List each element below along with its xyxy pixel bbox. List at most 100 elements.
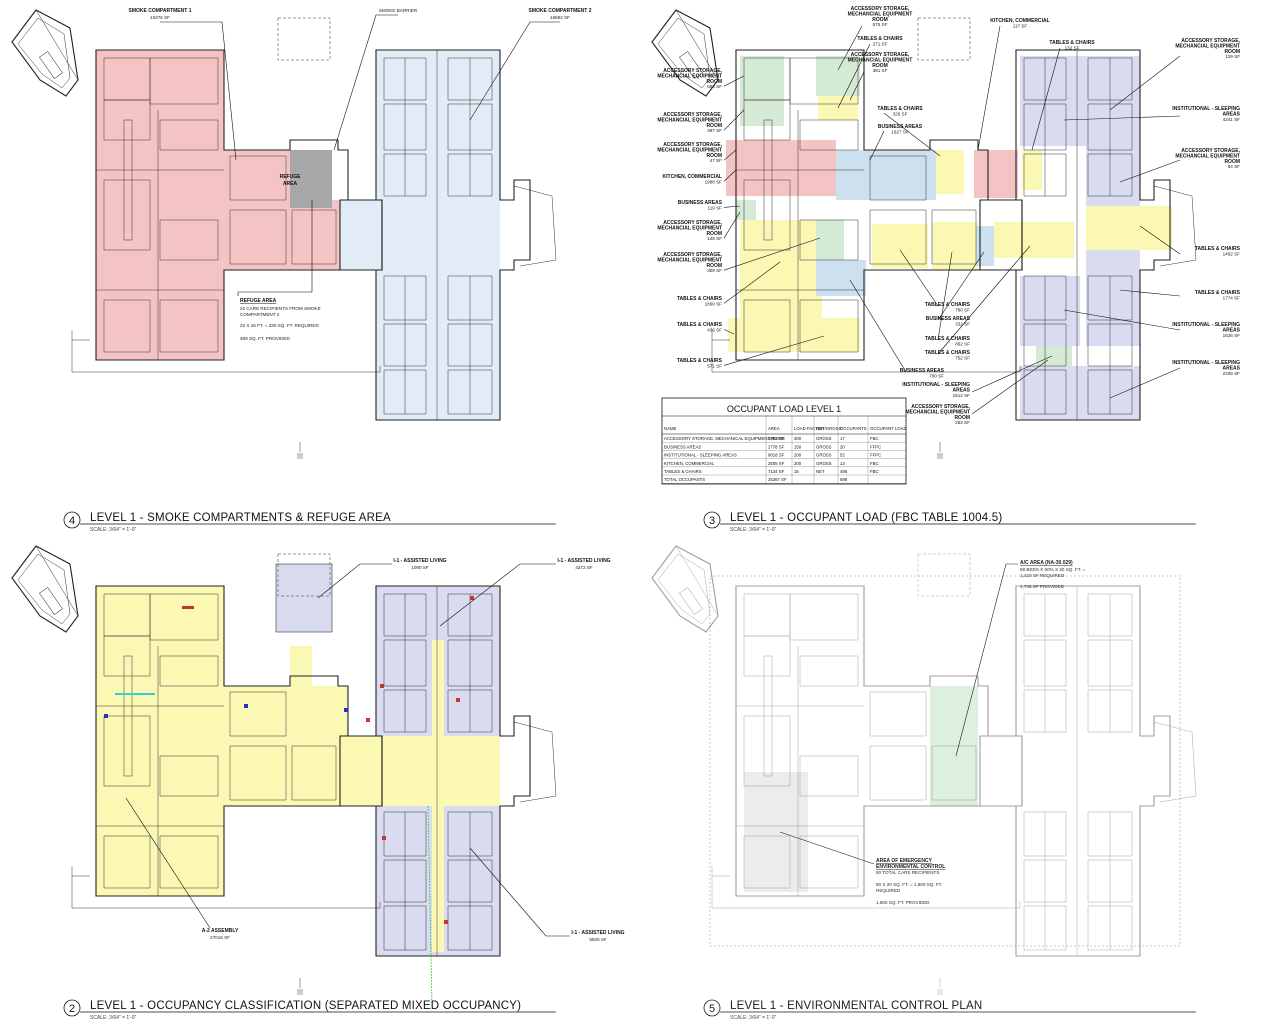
ac-area-note: A/C AREA (NA-30.029) 88 BEDS X 50% X 20 … — [955, 560, 1086, 757]
zone-business-700 — [816, 260, 866, 296]
callout-label: INSTITUTIONAL - SLEEPING — [1172, 322, 1240, 328]
table-cell: 25367 SF — [768, 477, 787, 482]
smoke-compartment-2-fill — [340, 50, 500, 420]
zone-sleeping-4241 — [1020, 56, 1140, 146]
zone-sleeping-1774 — [1086, 250, 1140, 346]
callout-label: TABLES & CHAIRS — [1195, 290, 1241, 296]
table-cell: 588 — [840, 477, 848, 482]
area-callout: ACCESSORY STORAGE,MECHANCIAL EQUIPMENTRO… — [837, 6, 912, 71]
svg-text:5: 5 — [709, 1003, 715, 1015]
table-cell: BUSINESS AREAS — [664, 444, 701, 449]
callout-area: 700 SF — [929, 373, 944, 378]
callout-label: TABLES & CHAIRS — [677, 296, 723, 302]
panel-environmental-control: A/C AREA (NA-30.029) 88 BEDS X 50% X 20 … — [651, 545, 1197, 1021]
table-cell: FBC — [870, 461, 879, 466]
area-callout: ACCESSORY STORAGE,MECHANCIAL EQUIPMENTRO… — [657, 68, 745, 89]
callout-label: AREAS — [1222, 111, 1240, 117]
callout-label: KITCHEN, COMMERCIAL — [663, 174, 722, 180]
table-cell: 486 — [840, 469, 848, 474]
table-cell: FFPC — [870, 444, 881, 449]
callout-area: 1462 SF — [1223, 251, 1241, 256]
area-callout: ACCESSORY STORAGE,MECHANCIAL EQUIPMENTRO… — [657, 142, 737, 163]
marker-dots — [104, 596, 474, 924]
table-header-cell: NET/GROSS — [816, 426, 841, 431]
smoke-compartment-1-area: 16376 SF — [150, 15, 170, 20]
callout-label: ACCESSORY STORAGE, — [851, 52, 910, 58]
table-cell: INSTITUTIONAL - SLEEPING AREAS — [664, 453, 737, 458]
callout-area: 1988 SF — [705, 179, 723, 184]
table-cell: GROSS — [816, 461, 832, 466]
area-callout: ACCESSORY STORAGE,MECHANCIAL EQUIPMENTRO… — [657, 211, 741, 241]
corridor-fill — [432, 640, 444, 952]
callout-label: KITCHEN, COMMERCIAL — [990, 18, 1049, 24]
table-cell: 15 — [794, 469, 799, 474]
callout-area: 381 SF — [873, 68, 888, 73]
callout-label: TABLES & CHAIRS — [877, 106, 923, 112]
callout-label: ROOM — [706, 79, 722, 85]
callout-label: MECHANCIAL EQUIPMENT — [1175, 43, 1240, 49]
callout-label: ACCESSORY STORAGE, — [663, 112, 722, 118]
table-cell: 2505 SF — [768, 461, 785, 466]
svg-text:22 CARE RECIPIENTS FROM SMOKE: 22 CARE RECIPIENTS FROM SMOKE — [240, 306, 321, 311]
assisted-living-1-label: I-1 - ASSISTED LIVING — [393, 558, 446, 564]
panel-title: LEVEL 1 - ENVIRONMENTAL CONTROL PLAN — [730, 1000, 982, 1012]
smoke-compartment-2-area: 15862 SF — [550, 15, 570, 20]
panel-title-block: 4 LEVEL 1 - SMOKE COMPARTMENTS & REFUGE … — [63, 511, 556, 533]
callout-label: MECHANCIAL EQUIPMENT — [848, 57, 913, 63]
callout-label: INSTITUTIONAL - SLEEPING — [1172, 360, 1240, 366]
callout-area: 129 SF — [1225, 54, 1240, 59]
callout-label: MECHANCIAL EQUIPMENT — [657, 257, 722, 263]
svg-text:22 X 15 FT. = 330 SQ. FT. REQU: 22 X 15 FT. = 330 SQ. FT. REQUIRED — [240, 323, 319, 328]
zone-storage-145 — [736, 200, 756, 220]
callout-area: 1612 SF — [953, 393, 971, 398]
panel-title: LEVEL 1 - SMOKE COMPARTMENTS & REFUGE AR… — [90, 512, 391, 524]
zone-sleeping-2339 — [1020, 366, 1140, 420]
svg-text:90 X 20 SQ. FT. = 1,800 SQ. FT: 90 X 20 SQ. FT. = 1,800 SQ. FT. — [876, 882, 942, 887]
zone-tables-1462 — [1086, 206, 1172, 250]
refuge-area-fill — [290, 150, 332, 208]
callout-label: ACCESSORY STORAGE, — [663, 68, 722, 74]
assisted-living-2-area: 4272 SF — [575, 565, 593, 570]
callout-label: ROOM — [872, 63, 888, 69]
panel-title-block: 5 LEVEL 1 - ENVIRONMENTAL CONTROL PLAN S… — [703, 999, 1196, 1021]
callout-label: ACCESSORY STORAGE, — [663, 220, 722, 226]
table-header-cell: OCCUPANTS — [840, 426, 867, 431]
svg-text:REFUGE AREA: REFUGE AREA — [240, 298, 277, 304]
table-cell: NET — [816, 469, 825, 474]
callout-label: ROOM — [706, 123, 722, 129]
area-callout: ACCESSORY STORAGE,MECHANCIAL EQUIPMENTRO… — [1119, 148, 1241, 183]
smoke-barrier-label: SMOKE BARRIER — [379, 8, 418, 13]
svg-text:1,420 SF REQUIRED: 1,420 SF REQUIRED — [1020, 573, 1065, 578]
callout-label: ROOM — [954, 415, 970, 421]
svg-text:1,745 SF PROVIDED: 1,745 SF PROVIDED — [1020, 584, 1065, 589]
svg-text:A/C AREA (NA-30.029): A/C AREA (NA-30.029) — [1020, 560, 1073, 566]
left-callouts: ACCESSORY STORAGE, MECHANCIAL EQUIPMENT RO… — [657, 68, 825, 368]
callout-label: ROOM — [1224, 49, 1240, 55]
assisted-living-pavilion-fill — [275, 563, 333, 633]
zone-tables-132 — [1022, 150, 1042, 190]
table-cell: KITCHEN, COMMERCIAL — [664, 461, 715, 466]
svg-text:SCALE: 3/64" = 1'-0": SCALE: 3/64" = 1'-0" — [90, 1015, 137, 1021]
callout-area: 145 SF — [707, 236, 722, 241]
callout-label: ROOM — [706, 153, 722, 159]
callout-label: AREAS — [1222, 327, 1240, 333]
callout-label: MECHANCIAL EQUIPMENT — [905, 409, 970, 415]
svg-text:SCALE: 3/64" = 1'-0": SCALE: 3/64" = 1'-0" — [730, 1015, 777, 1021]
area-callout: ACCESSORY STORAGE,MECHANCIAL EQUIPMENTRO… — [848, 52, 913, 101]
callout-label: ACCESSORY STORAGE, — [1181, 38, 1240, 44]
callout-label: TABLES & CHAIRS — [677, 358, 723, 364]
